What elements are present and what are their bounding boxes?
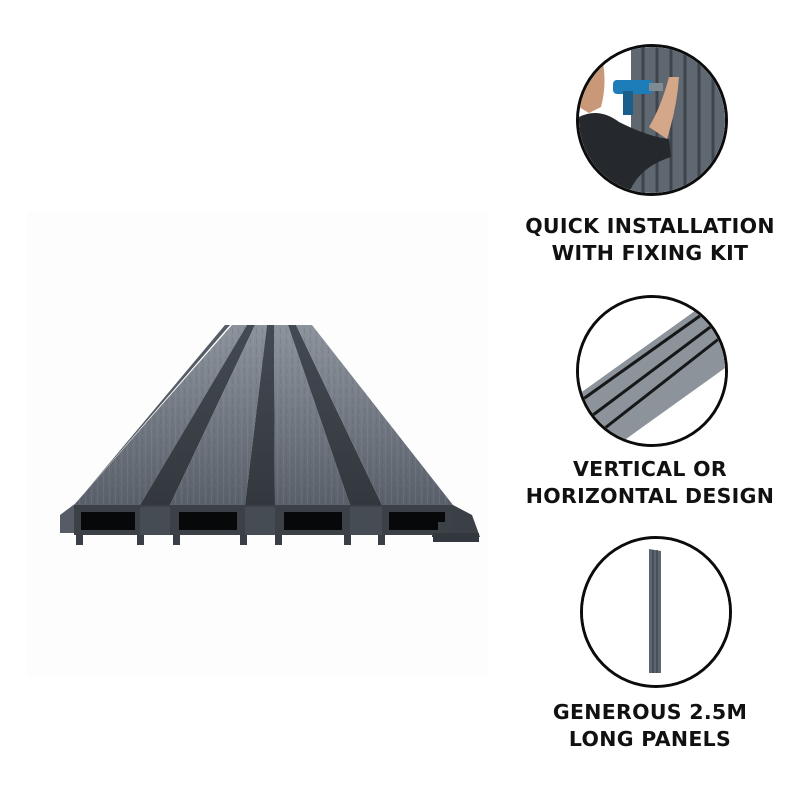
caption-line: QUICK INSTALLATION xyxy=(525,214,775,238)
caption-line: HORIZONTAL DESIGN xyxy=(525,484,775,508)
caption-line: GENEROUS 2.5M xyxy=(552,700,748,724)
full-length-panel-icon xyxy=(583,539,729,685)
angled-panel-icon xyxy=(579,298,725,444)
product-image-cladding-panel xyxy=(60,315,490,560)
drill-installation-icon xyxy=(579,47,725,193)
caption-line: WITH FIXING KIT xyxy=(551,241,749,265)
caption-line: VERTICAL OR xyxy=(573,457,727,481)
feature-caption-orientation: VERTICAL OR HORIZONTAL DESIGN xyxy=(500,456,800,510)
feature-icon-length xyxy=(580,536,732,688)
feature-caption-length: GENEROUS 2.5M LONG PANELS xyxy=(500,699,800,753)
feature-icon-installation xyxy=(576,44,728,196)
feature-icon-orientation xyxy=(576,295,728,447)
feature-caption-installation: QUICK INSTALLATION WITH FIXING KIT xyxy=(500,213,800,267)
caption-line: LONG PANELS xyxy=(568,727,732,751)
